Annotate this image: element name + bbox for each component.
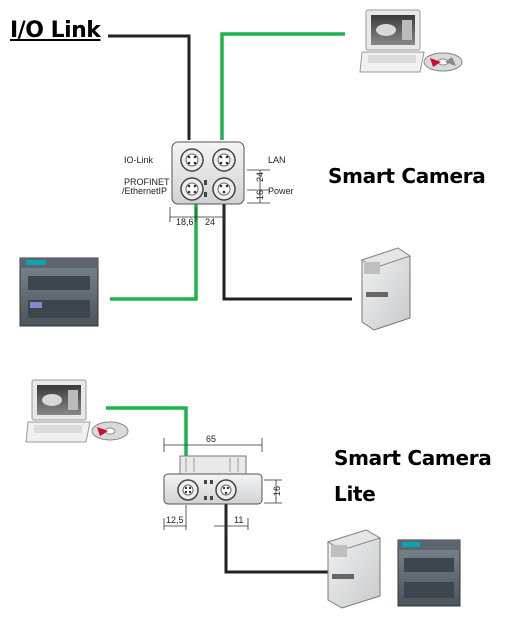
power-supply-bottom: [328, 530, 380, 608]
port-label-lan: LAN: [268, 155, 286, 165]
software-cd-icon-bottom: [92, 422, 128, 440]
dim-height-top: 24: [255, 172, 265, 182]
dim-spacing: 11: [234, 515, 243, 525]
profinet-port-icon: [181, 178, 203, 200]
port-label-power: Power: [268, 186, 294, 196]
port-label-ethernetip: /EthernetIP: [122, 186, 167, 196]
power-port-icon: [213, 178, 235, 200]
software-cd-icon-top: [424, 53, 462, 71]
laptop-top: [360, 10, 424, 72]
plc-controller-top: [20, 258, 98, 326]
smart-camera-lite-title-line2: Lite: [334, 482, 376, 506]
smart-camera-module: 18,6 24 24 16: [170, 142, 270, 227]
profinet-cable-to-plc: [110, 190, 196, 299]
power-supply-top: [362, 248, 410, 330]
dim-left-offset: 12,5: [166, 515, 184, 525]
dim-height-lite: 16: [272, 486, 282, 496]
lan-cable-to-laptop-lite: [106, 408, 186, 484]
smart-camera-title: Smart Camera: [328, 164, 485, 188]
laptop-bottom: [26, 380, 90, 442]
port-label-io-link: IO-Link: [124, 155, 153, 165]
lite-power-port-icon: [216, 480, 236, 500]
dim-width-left: 18,6: [176, 217, 194, 227]
dim-height-bottom: 16: [255, 190, 265, 200]
dim-total-width: 65: [206, 434, 216, 444]
io-link-port-icon: [181, 149, 203, 171]
lite-network-port-icon: [178, 480, 198, 500]
smart-camera-lite-title-line1: Smart Camera: [334, 446, 491, 470]
power-cable-to-psu: [224, 190, 352, 299]
lan-cable-to-laptop: [222, 34, 345, 140]
plc-controller-bottom: [398, 540, 460, 606]
lan-port-icon: [213, 149, 235, 171]
io-link-cable: [108, 36, 189, 140]
dim-width-right: 24: [205, 217, 215, 227]
smart-camera-lite-module: 65 12,5 11 16: [164, 434, 282, 530]
